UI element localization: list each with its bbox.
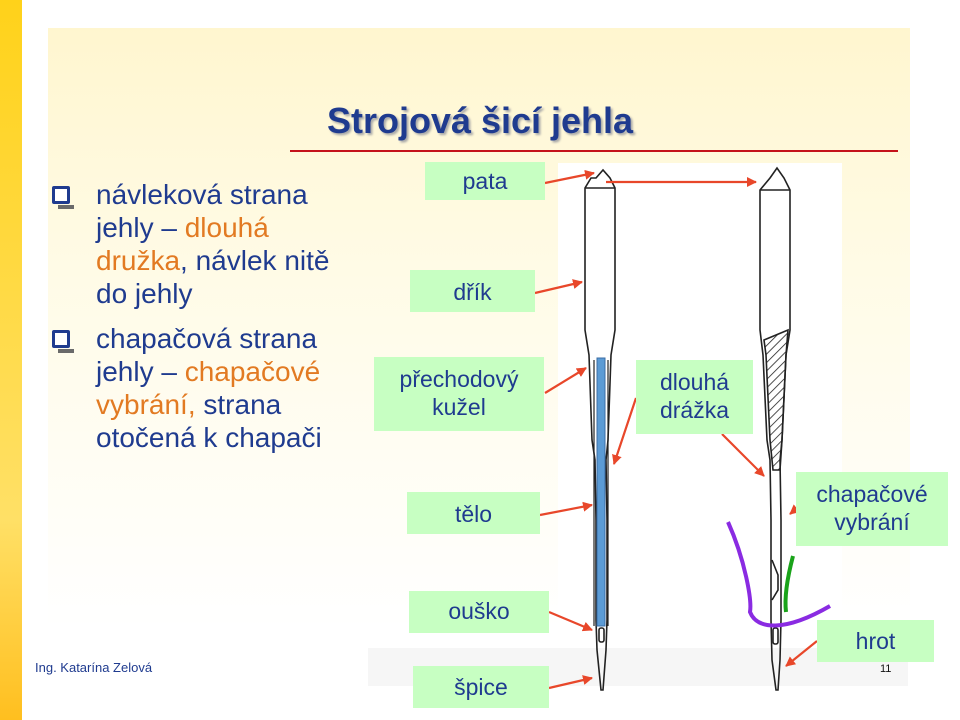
bullet-line: družka, návlek nitě [96,244,372,277]
label-drik: dřík [410,270,535,312]
bullet-line: návleková strana [96,178,372,211]
bullet-text: jehly – [96,212,185,243]
hatched-section [763,328,789,471]
highlighted-term: dlouhá [184,212,269,243]
title-underline [290,150,898,152]
arrow-hrot [785,640,818,667]
label-prechodovy-line1: přechodový [399,366,519,392]
label-prechodovy-kuzel: přechodový kužel [374,357,544,431]
bullet-line: do jehly [96,277,372,310]
label-chapacove-vybrani: chapačové vybrání [796,472,948,546]
bullet-text: jehly – [96,356,185,387]
needle-side-eye [772,627,779,645]
label-dlouha-drazka: dlouhá drážka [636,360,753,434]
label-prechodovy-line2: kužel [432,394,486,420]
label-chapacove-line2: vybrání [834,509,910,535]
long-groove [596,357,606,627]
bullet-line: jehly – dlouhá [96,211,372,244]
checkbox-bullet-icon [52,186,74,209]
thread-purple [726,521,832,628]
arrow-drik [534,279,583,295]
label-telo: tělo [407,492,540,534]
thread-green [783,555,795,613]
highlighted-term: družka [96,245,181,276]
needle-front-eye [598,627,605,643]
bullet-text: chapačová strana [96,323,318,354]
pointer-arrows [534,169,818,690]
checkbox-bullet-icon [52,330,74,353]
arrow-ousko [548,610,593,632]
highlighted-term: vybrání, [96,389,196,420]
bullet-text: , návlek nitě [180,245,330,276]
label-pata: pata [425,162,545,200]
label-ousko: ouško [409,591,549,633]
bullet-text: návleková strana [96,179,308,210]
slide-title: Strojová šicí jehla [326,100,634,141]
label-chapacove-line1: chapačové [816,481,928,507]
needle-side-view [759,166,791,691]
bullet-text: strana [195,389,282,420]
highlighted-term: chapačové [184,356,321,387]
arrow-prechodovy [544,367,587,394]
label-drazka-line2: drážka [659,397,730,423]
needle-side-outline [759,166,791,691]
bullet-line: otočená k chapači [96,421,372,454]
bullet-line: chapačová strana [96,322,372,355]
bullet-line: vybrání, strana [96,388,372,421]
arrow-drazka-right [721,433,765,477]
label-spice: špice [413,666,549,708]
author-footer: Ing. Katarína Zelová [35,660,153,675]
bullet-text: otočená k chapači [96,422,322,453]
bullet-text: do jehly [96,278,193,309]
left-accent-bar [0,0,22,720]
arrow-pata [544,169,595,185]
bullet-line: jehly – chapačové [96,355,372,388]
arrow-telo [539,501,593,517]
needle-front-outline [584,168,616,691]
scarf-notch [771,559,779,601]
arrow-chapacove [789,504,801,515]
arrow-spice [548,675,593,690]
label-hrot: hrot [817,620,934,662]
label-drazka-line1: dlouhá [659,369,730,395]
arrow-drazka-left [612,397,638,465]
page-number: 11 [880,663,892,675]
needle-front-view [584,168,616,691]
